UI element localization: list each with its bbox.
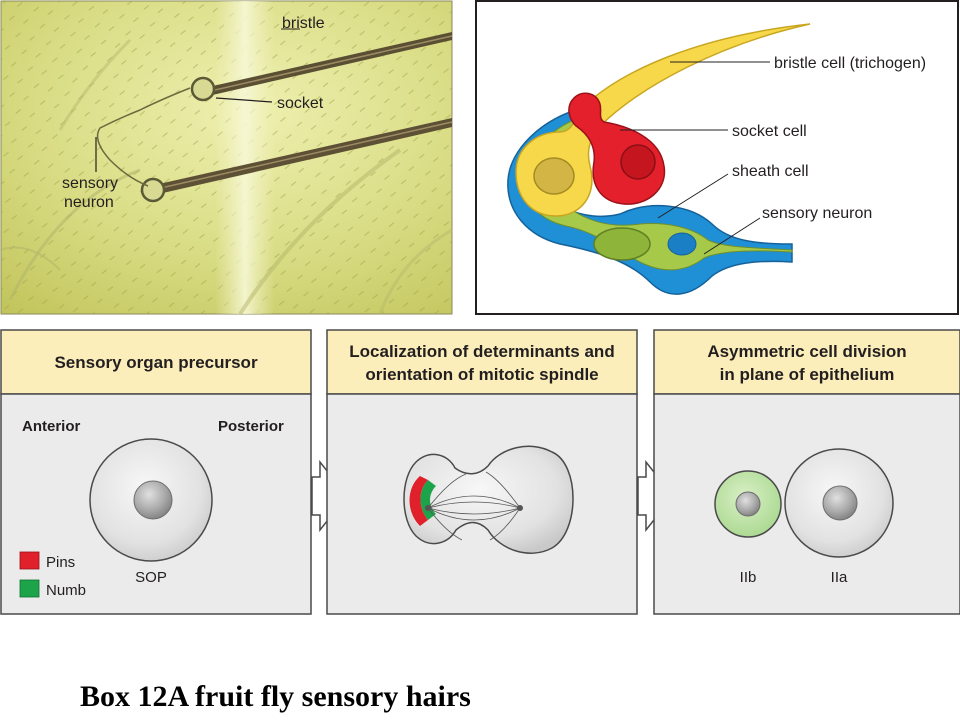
pins-crescent xyxy=(409,476,428,526)
sensory-neuron-label-line2: neuron xyxy=(64,194,114,211)
legend-numb-swatch xyxy=(19,579,40,598)
panel-localization-title-line2: orientation of mitotic spindle xyxy=(365,365,598,384)
panel-division-title-line1: Asymmetric cell division xyxy=(707,342,906,361)
bristle-upper xyxy=(204,32,453,96)
iia-nucleus xyxy=(822,485,858,521)
socket-label: socket xyxy=(277,95,324,112)
legend-numb-label: Numb xyxy=(46,582,86,599)
sop-nucleus xyxy=(133,480,173,520)
figure-caption: Box 12A fruit fly sensory hairs xyxy=(80,680,471,713)
neuron-trace xyxy=(96,87,191,187)
socket-cell-label: socket cell xyxy=(732,123,807,140)
iib-label: IIb xyxy=(740,569,757,586)
bristle-schematic: bristle cell (trichogen) socket cell she… xyxy=(475,0,959,315)
bristle-lower xyxy=(150,118,453,195)
bristle-cell-label: bristle cell (trichogen) xyxy=(774,55,926,72)
micrograph-photo: bristle socket sensory neuron xyxy=(0,0,453,316)
sheath-cell-label: sheath cell xyxy=(732,163,809,180)
panel-localization: Localization of determinants and orienta… xyxy=(326,329,638,615)
iia-label: IIa xyxy=(831,569,848,586)
dividing-cell xyxy=(403,445,574,554)
bristle-label: bristle xyxy=(282,15,325,32)
anterior-label: Anterior xyxy=(22,418,81,435)
sensory-neuron-label: sensory neuron xyxy=(762,205,872,222)
panel-sop: Sensory organ precursor Anterior Posteri… xyxy=(0,329,312,615)
posterior-label: Posterior xyxy=(218,418,284,435)
bristle-cell xyxy=(515,23,811,217)
iib-nucleus xyxy=(735,491,761,517)
legend-pins-swatch xyxy=(19,551,40,570)
panel-sop-title: Sensory organ precursor xyxy=(54,353,258,372)
mitotic-spindle xyxy=(427,471,521,541)
sop-label: SOP xyxy=(135,569,167,586)
panel-division: Asymmetric cell division in plane of epi… xyxy=(653,329,960,615)
socket-lower xyxy=(140,177,166,203)
socket-upper xyxy=(190,76,216,102)
legend-pins-label: Pins xyxy=(46,554,75,571)
sensory-neuron-label-line1: sensory xyxy=(62,175,118,192)
panel-localization-title-line1: Localization of determinants and xyxy=(349,342,614,361)
panel-division-title-line2: in plane of epithelium xyxy=(720,365,895,384)
